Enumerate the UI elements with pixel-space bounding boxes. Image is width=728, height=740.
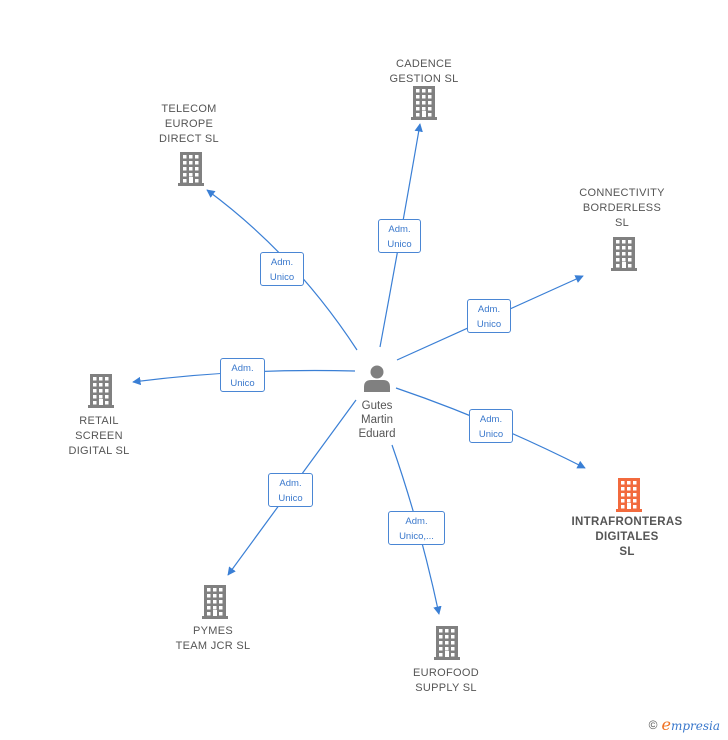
building-icon-pymes[interactable] <box>202 585 228 619</box>
building-icon-cadence[interactable] <box>411 86 437 120</box>
company-name-retail[interactable]: RETAIL SCREEN DIGITAL SL <box>68 415 130 457</box>
company-name-telecom[interactable]: TELECOM EUROPE DIRECT SL <box>159 103 219 145</box>
company-name-connectivity[interactable]: CONNECTIVITY BORDERLESS SL <box>579 187 665 229</box>
company-name-cadence[interactable]: CADENCE GESTION SL <box>389 58 459 85</box>
role-label-cadence: Adm. Unico <box>378 219 421 253</box>
company-name-intrafronteras[interactable]: INTRAFRONTERAS DIGITALES SL <box>571 516 683 558</box>
copyright-icon: © <box>648 717 658 732</box>
building-icon-intrafronteras[interactable] <box>616 478 642 512</box>
company-name-pymes[interactable]: PYMES TEAM JCR SL <box>175 625 251 652</box>
role-label-retail: Adm. Unico <box>220 358 265 392</box>
person-name[interactable]: Gutes Martin Eduard <box>358 400 396 440</box>
company-name-eurofood[interactable]: EUROFOOD SUPPLY SL <box>413 667 479 694</box>
person-icon[interactable] <box>364 365 390 393</box>
building-icon-eurofood[interactable] <box>434 626 460 660</box>
empresia-logo[interactable]: empresia <box>661 715 720 734</box>
role-label-pymes: Adm. Unico <box>268 473 313 507</box>
role-label-connectivity: Adm. Unico <box>467 299 511 333</box>
building-icon-telecom[interactable] <box>178 152 204 186</box>
footer: © empresia <box>649 715 720 734</box>
building-icon-retail[interactable] <box>88 374 114 408</box>
role-label-telecom: Adm. Unico <box>260 252 304 286</box>
building-icon-connectivity[interactable] <box>611 237 637 271</box>
role-label-eurofood: Adm. Unico,... <box>388 511 445 545</box>
role-label-intrafronteras: Adm. Unico <box>469 409 513 443</box>
